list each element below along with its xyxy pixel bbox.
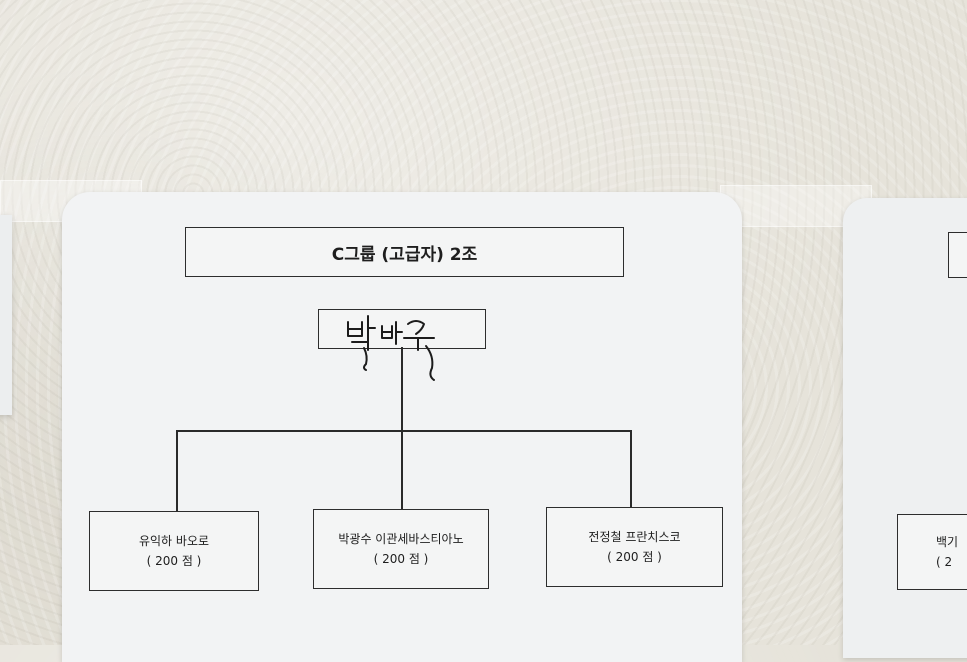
connector-line <box>401 347 403 431</box>
member-name: 전정철 프란치스코 <box>588 530 681 544</box>
leader-box <box>318 309 486 349</box>
member-score: ( 200 점 ) <box>373 552 429 566</box>
member-box: 전정철 프란치스코 ( 200 점 ) <box>546 507 723 587</box>
member-score: ( 200 점 ) <box>607 550 662 564</box>
connector-line <box>630 430 632 507</box>
member-name: 박광수 이관세바스티아노 <box>338 532 464 546</box>
member-name: 유익하 바오로 <box>138 534 210 548</box>
connector-line <box>176 430 632 432</box>
partial-member-score: ( 2 <box>936 555 953 569</box>
partial-member-name: 백기 <box>936 535 959 549</box>
handwritten-signature <box>347 315 435 381</box>
left-partial-sheet <box>0 215 12 415</box>
partial-member-box: 백기 ( 2 <box>897 514 967 590</box>
connector-line <box>176 430 178 511</box>
connector-line <box>401 430 403 509</box>
member-box: 유익하 바오로 ( 200 점 ) <box>89 511 259 591</box>
member-box: 박광수 이관세바스티아노 ( 200 점 ) <box>313 509 489 589</box>
group-title-box: C그룹 (고급자) 2조 <box>185 227 624 277</box>
group-title: C그룹 (고급자) 2조 <box>331 244 478 265</box>
member-score: ( 200 점 ) <box>146 554 202 568</box>
partial-title-box <box>948 232 967 278</box>
